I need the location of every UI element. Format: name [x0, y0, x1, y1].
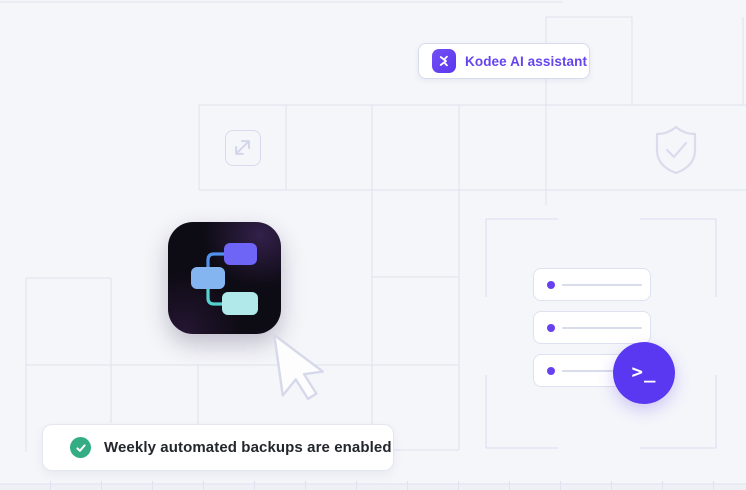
node-purple: [224, 243, 257, 265]
check-circle-icon: [70, 437, 91, 458]
kodee-badge-label: Kodee AI assistant: [465, 53, 588, 69]
shield-check-icon: [654, 124, 698, 176]
corner-frame: [485, 218, 717, 449]
placeholder-line: [562, 283, 642, 286]
kodee-spark-icon: [432, 49, 456, 73]
node-blue: [191, 267, 225, 289]
bottom-grid-ticks: [0, 481, 746, 490]
expand-arrows-icon: [225, 130, 261, 166]
status-dot: [547, 280, 555, 289]
status-dot: [547, 366, 555, 375]
notification-text: Weekly automated backups are enabled: [104, 439, 392, 456]
node-cyan: [222, 292, 258, 315]
placeholder-line: [562, 326, 642, 329]
terminal-button[interactable]: >_: [613, 342, 675, 404]
placeholder-line: [562, 369, 642, 372]
backup-notification-toast: Weekly automated backups are enabled: [42, 424, 394, 471]
kodee-ai-assistant-badge[interactable]: Kodee AI assistant: [418, 43, 590, 79]
server-list-item: [533, 311, 651, 344]
terminal-prompt-icon: >_: [631, 361, 657, 383]
workflow-app-icon: [168, 222, 281, 334]
cursor-arrow-icon: [270, 333, 325, 401]
status-dot: [547, 323, 555, 332]
server-list-item: [533, 268, 651, 301]
